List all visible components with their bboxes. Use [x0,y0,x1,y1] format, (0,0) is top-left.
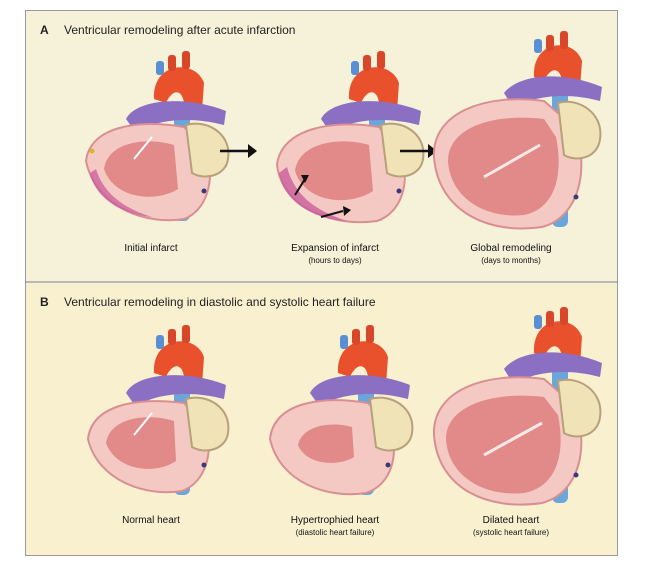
panel-a-letter: A [40,23,49,37]
caption-sublabel: (days to months) [481,256,541,265]
heart-hypertrophied [268,325,414,496]
heart-dilated [432,307,602,506]
caption-normal-heart: Normal heart [66,515,236,526]
caption-label: Dilated heart [482,515,540,526]
heart-global-remodeling [432,31,602,230]
panel-b-title: Ventricular remodeling in diastolic and … [64,295,376,309]
panel-divider [26,281,617,283]
caption-initial-infarct: Initial infarct [66,243,236,254]
caption-global-remodeling: Global remodeling (days to months) [426,243,596,265]
heart-normal [86,325,230,495]
panel-b-letter: B [40,295,49,309]
caption-label: Global remodeling [470,243,552,254]
caption-hypertrophied-heart: Hypertrophied heart (diastolic heart fai… [250,515,420,537]
progression-arrow-2 [400,144,437,158]
caption-sublabel: (systolic heart failure) [472,528,550,537]
figure: A Ventricular remodeling after acute inf… [25,10,618,556]
caption-sublabel: (hours to days) [308,256,362,265]
caption-label: Normal heart [122,515,180,526]
caption-label: Initial infarct [124,243,178,254]
caption-label: Hypertrophied heart [290,515,380,526]
progression-arrow-1 [220,144,257,158]
panel-b: B Ventricular remodeling in diastolic an… [26,283,617,555]
panel-a: A Ventricular remodeling after acute inf… [26,11,617,281]
caption-sublabel: (diastolic heart failure) [295,528,375,537]
heart-initial-infarct [84,51,230,222]
caption-expansion-of-infarct: Expansion of infarct (hours to days) [250,243,420,265]
panel-a-title: Ventricular remodeling after acute infar… [64,23,296,37]
heart-expansion-of-infarct [275,51,425,224]
caption-label: Expansion of infarct [291,243,379,254]
caption-dilated-heart: Dilated heart (systolic heart failure) [426,515,596,537]
